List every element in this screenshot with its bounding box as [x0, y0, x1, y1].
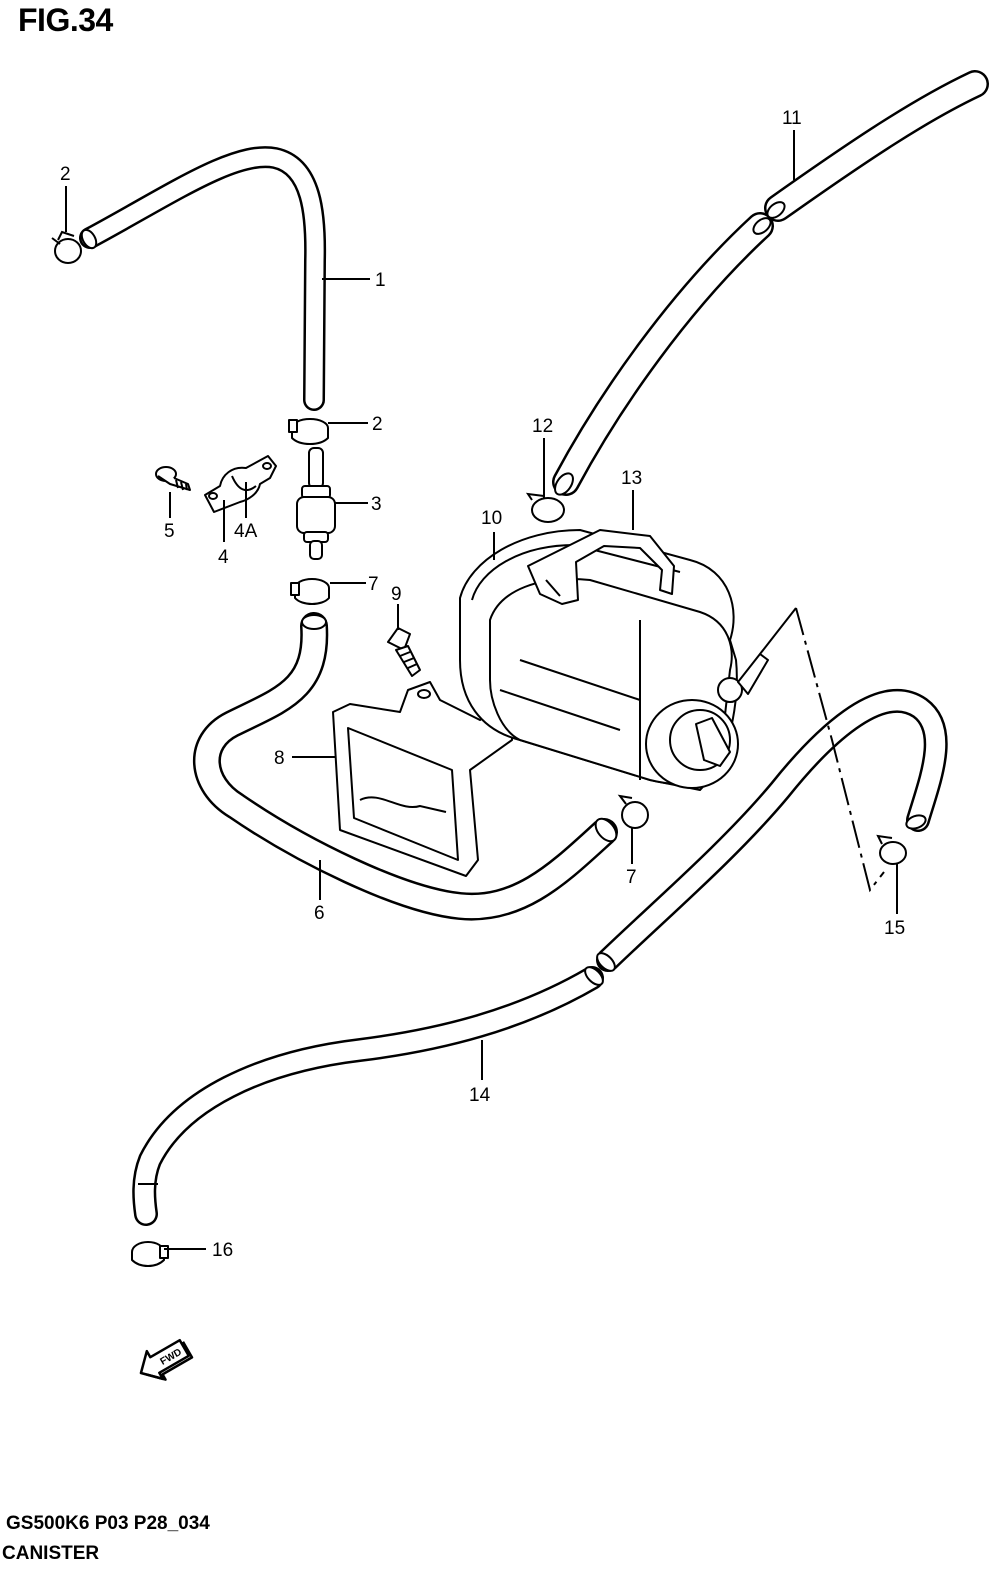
callout-2-upper: 2	[60, 164, 71, 185]
callout-1: 1	[375, 270, 386, 291]
canister-10[interactable]	[459, 529, 769, 791]
callout-16: 16	[212, 1240, 233, 1261]
callout-7-upper: 7	[368, 574, 379, 595]
callout-7-lower: 7	[626, 867, 637, 888]
figure-caption: CANISTER	[2, 1543, 100, 1564]
hose-clamp-2-upper[interactable]	[51, 230, 82, 264]
callout-15: 15	[884, 918, 905, 939]
hose-clamp-7-lower[interactable]	[617, 794, 649, 829]
bracket-4[interactable]	[204, 455, 277, 513]
hose-14[interactable]	[132, 688, 948, 1226]
hose-1[interactable]	[79, 146, 327, 411]
forward-arrow-icon: FWD	[139, 1338, 194, 1381]
hose-clamp-7-upper[interactable]	[290, 578, 330, 605]
callout-labels: 1 2 2 3 4 4A 5 6 7 7 8 9 10 11 12 13 14 …	[60, 108, 905, 1261]
leader-lines	[65, 130, 898, 1250]
vent-filter-3[interactable]	[296, 447, 336, 560]
hose-clamp-15[interactable]	[876, 834, 907, 865]
callout-4A: 4A	[234, 521, 258, 542]
canister-band-13[interactable]	[527, 529, 675, 605]
figure-title: FIG.34	[18, 2, 113, 38]
figure-code: GS500K6 P03 P28_034	[6, 1513, 210, 1534]
callout-5: 5	[164, 521, 175, 542]
callout-14: 14	[469, 1085, 491, 1106]
hose-clamp-12[interactable]	[525, 492, 565, 523]
callout-6: 6	[314, 903, 325, 924]
callout-12: 12	[532, 416, 553, 437]
hose-11[interactable]	[551, 70, 989, 498]
bolt-5[interactable]	[155, 466, 191, 491]
hose-clamp-16[interactable]	[131, 1241, 169, 1267]
callout-9: 9	[391, 584, 402, 605]
callout-3: 3	[371, 494, 382, 515]
callout-11: 11	[782, 108, 802, 129]
hose-6[interactable]	[193, 612, 621, 921]
callout-8: 8	[274, 748, 285, 769]
hose-clamp-2-lower[interactable]	[288, 418, 329, 445]
callout-10: 10	[481, 508, 502, 529]
callout-2-lower: 2	[372, 414, 383, 435]
screw-9[interactable]	[387, 627, 421, 677]
callout-13: 13	[621, 468, 642, 489]
callout-4: 4	[218, 547, 229, 568]
